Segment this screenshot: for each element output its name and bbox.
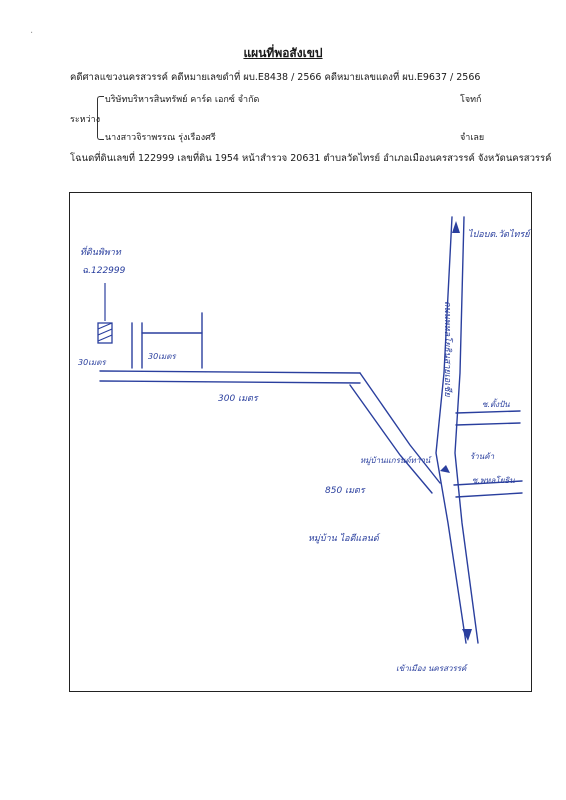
dist-30-left: 30เมตร xyxy=(78,358,107,367)
left-road-bottom xyxy=(99,380,361,384)
to-label: ไปอบต.วัดไทรย์ xyxy=(468,228,532,240)
main-road-left-edge xyxy=(435,216,467,644)
diagonal-road-b xyxy=(349,384,433,494)
plaintiff-name: บริษัทบริหารสินทรัพย์ คาร์ด เอกซ์ จำกัด xyxy=(105,95,260,105)
dist-30-right: 30เมตร xyxy=(148,352,177,361)
village-label: หมู่บ้าน ไอดีแลนด์ xyxy=(308,532,381,544)
junction-arrow-icon xyxy=(440,465,450,473)
sketch-map: ที่ดินพิพาท ฉ.122999 30เมตร 30เมตร 300 เ… xyxy=(78,216,532,673)
soi-label: ซ.ตั้งปัน xyxy=(482,398,510,409)
left-road-top xyxy=(99,370,361,374)
party-bracket xyxy=(97,96,104,140)
shop-label: หมู่บ้านแกรนด์ทาวน์ xyxy=(360,455,432,466)
soi2-label: ซ.พหลโยธิน xyxy=(472,475,515,485)
from-label: เข้าเมือง นครสวรรค์ xyxy=(396,663,468,673)
plaintiff-role: โจทก์ xyxy=(460,95,482,105)
case-number-line: คดีศาลแขวงนครสวรรค์ คดีหมายเลขดำที่ ผบ.E… xyxy=(70,72,481,83)
defendant-name: นางสาวจิราพรรณ รุ่งเรืองศรี xyxy=(105,133,216,143)
parcel-label: ที่ดินพิพาท xyxy=(80,245,122,258)
scan-mark: · xyxy=(30,28,34,39)
side-road-upper-b xyxy=(455,422,521,426)
side-road-lower-b xyxy=(455,492,523,498)
deed-line: โฉนดที่ดินเลขที่ 122999 เลขที่ดิน 1954 ห… xyxy=(70,153,552,164)
junction-label: ร้านค้า xyxy=(470,452,495,461)
road-lines xyxy=(99,216,523,644)
side-road-upper-a xyxy=(455,410,521,414)
arrow-down-icon xyxy=(462,629,472,641)
arrow-up-icon xyxy=(452,221,460,233)
diagonal-road-a xyxy=(359,372,441,484)
dist-300: 300 เมตร xyxy=(218,394,259,404)
map-frame: ที่ดินพิพาท ฉ.122999 30เมตร 30เมตร 300 เ… xyxy=(69,192,532,692)
main-road-right-edge xyxy=(454,216,479,644)
direction-arrows xyxy=(440,221,472,641)
defendant-role: จำเลย xyxy=(460,133,485,143)
parcel-deed: ฉ.122999 xyxy=(82,266,126,276)
parcel-marker xyxy=(97,283,113,344)
page-title: แผนที่พอสังเขป xyxy=(243,46,323,60)
between-label: ระหว่าง xyxy=(70,115,101,125)
main-road-label: ถนนพหลโยธินสายเอเชีย xyxy=(442,301,454,397)
dist-850: 850 เมตร xyxy=(325,486,366,496)
side-road-lower-a xyxy=(453,480,523,486)
